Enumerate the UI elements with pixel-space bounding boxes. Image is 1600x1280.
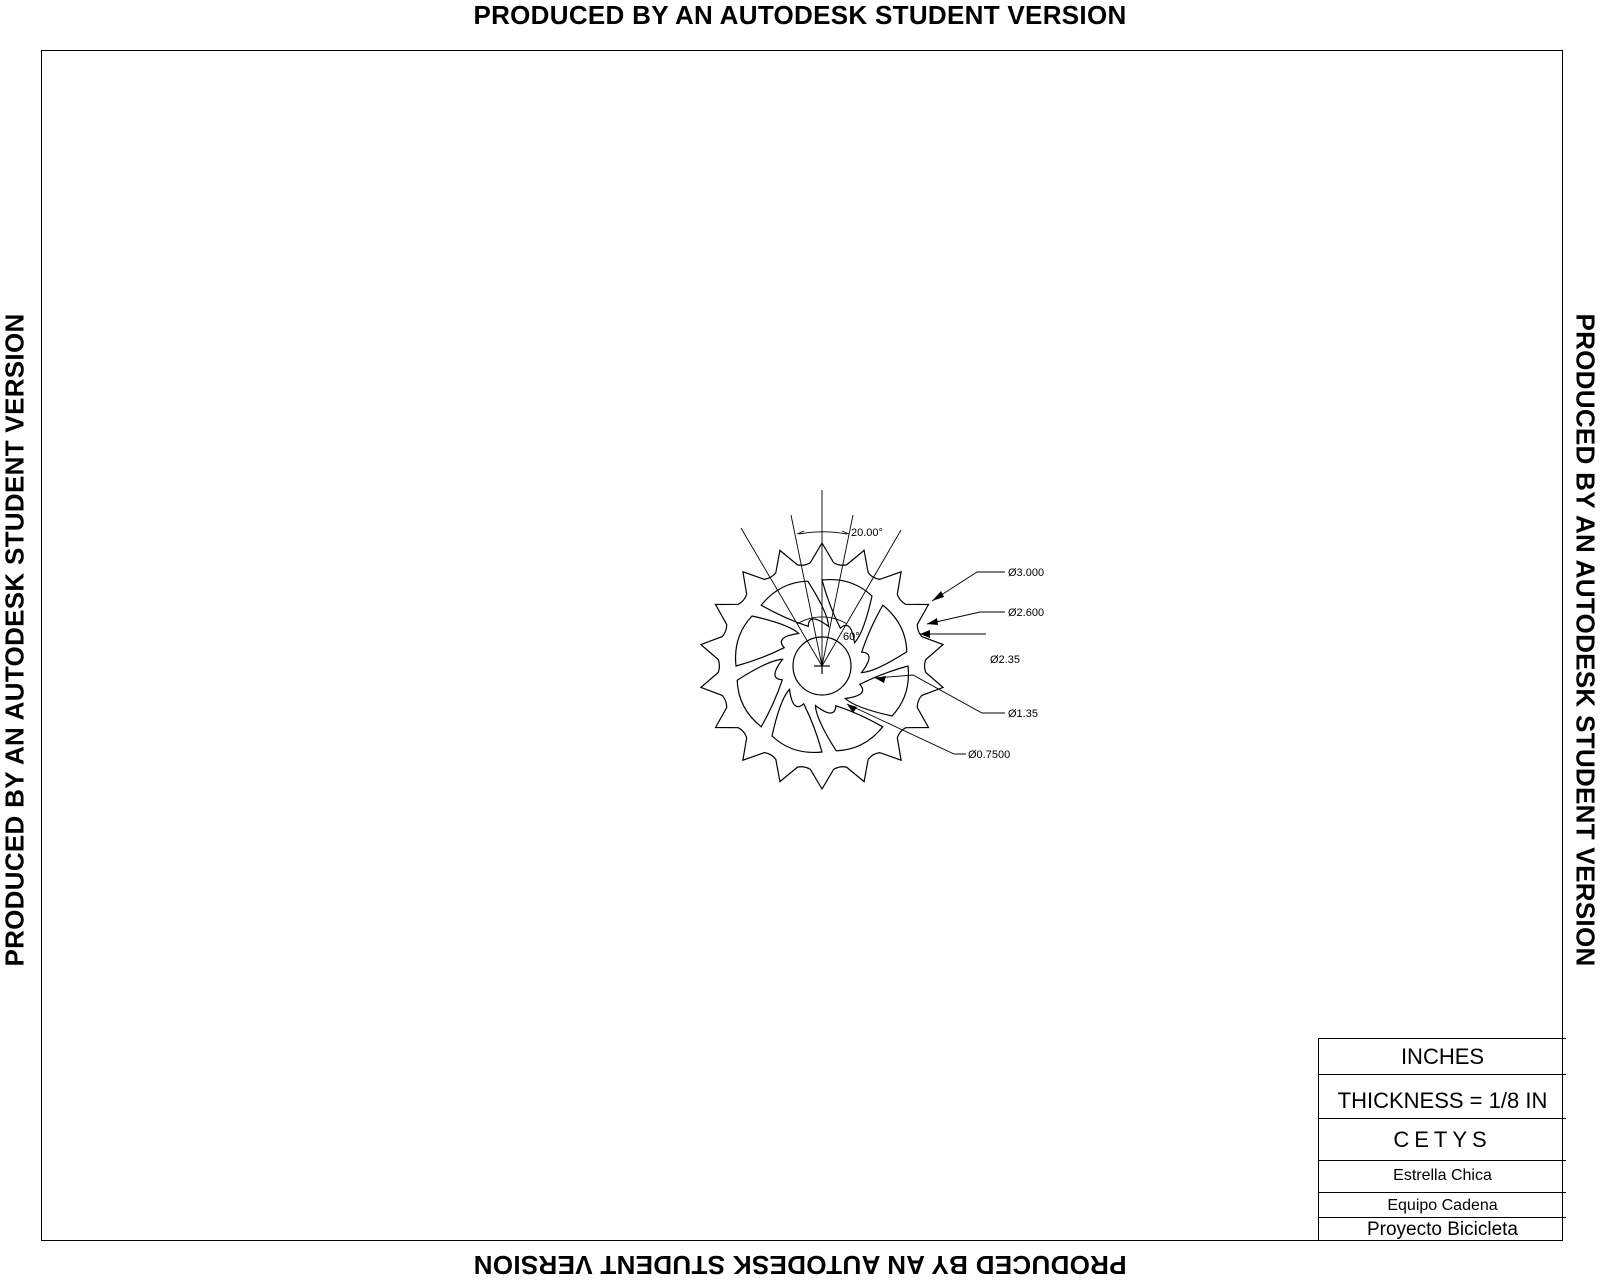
title-block-project: Proyecto Bicicleta [1319,1217,1566,1241]
title-block-units: INCHES [1319,1038,1566,1074]
dim-outer-diameter: Ø3.000 [1008,567,1044,579]
title-block-school: CETYS [1319,1118,1566,1160]
sprocket-cutout [760,580,830,628]
drawing-border [41,50,1563,1241]
dim-bore-diameter: Ø0.7500 [968,749,1010,761]
dim-root-diameter: Ø2.600 [1008,607,1044,619]
sprocket-profile [699,541,945,791]
sprocket-cutout [821,578,873,645]
sprocket-cutout [771,687,823,754]
sprocket-cutout [860,604,908,674]
title-block-part-name: Estrella Chica [1319,1160,1566,1192]
dim-cutout-inner-diameter: Ø1.35 [1008,708,1038,720]
sprocket-cutouts [734,578,910,754]
sprocket-outline [699,541,945,791]
dim-cutout-outer-diameter: Ø2.35 [990,654,1020,666]
title-block-thickness: THICKNESS = 1/8 IN [1319,1074,1566,1118]
angle-construction-lines [740,490,902,667]
sprocket-cutout [734,615,801,667]
dimension-leaders [846,571,1005,755]
watermark-top: PRODUCED BY AN AUTODESK STUDENT VERSION [473,0,1127,30]
sprocket-cutout [736,658,784,728]
sprocket-cutout [814,704,884,752]
dim-angle-60: 60° [843,631,860,643]
dimension-arrowheads [847,591,944,713]
title-block-team: Equipo Cadena [1319,1192,1566,1217]
title-block: INCHES THICKNESS = 1/8 IN CETYS Estrella… [1318,1038,1566,1241]
dim-angle-20: 20.00° [851,527,883,539]
sprocket-cutout [843,665,910,717]
